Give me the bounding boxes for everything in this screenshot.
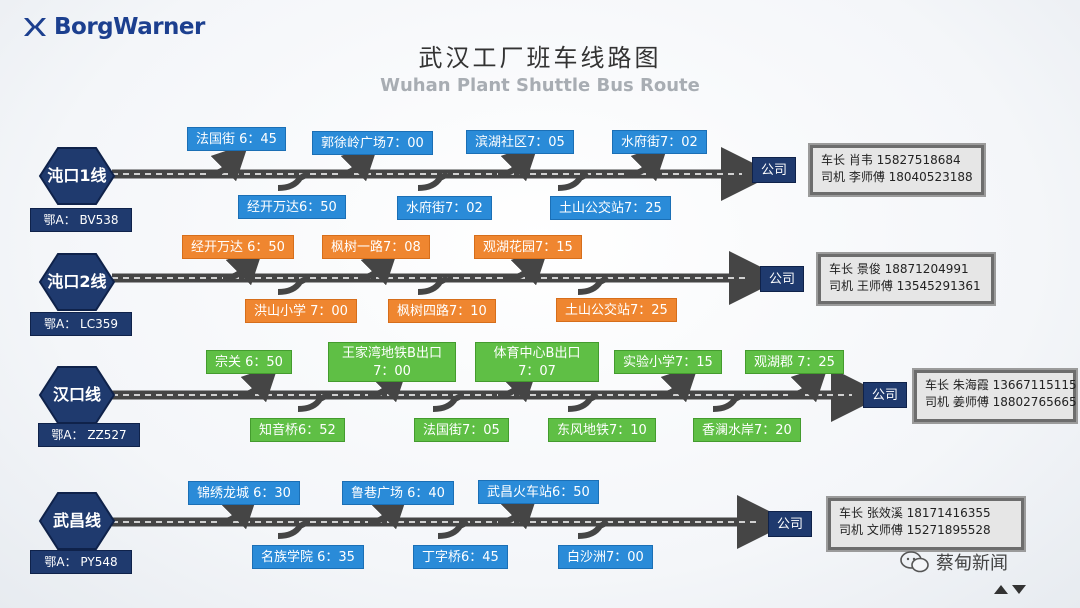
contact-driver: 司机 文师傅 15271895528 [839,523,991,537]
road-ramp-up [367,491,409,530]
contact-driver: 司机 王师傅 13545291361 [829,279,981,293]
road-ramp-down [277,275,310,295]
stop-bottom: 土山公交站7：25 [556,298,677,322]
wechat-icon [900,551,929,573]
stop-top: 滨湖社区7：05 [466,130,574,154]
stop-top: 观湖花园7：15 [474,235,582,259]
contact-leader: 车长 张效溪 18171416355 [839,506,991,520]
road-ramp-down [417,275,450,295]
road-ramp-down [432,392,465,412]
stop-top: 宗关 6：50 [206,350,292,374]
road-ramp-up [222,247,264,286]
road-ramp-down [277,519,310,539]
page-subtitle: Wuhan Plant Shuttle Bus Route [380,75,700,96]
page-title: 武汉工厂班车线路图 [418,44,662,72]
plate-number: 鄂A： ZZ527 [38,423,140,447]
stop-bottom: 名族学院 6：35 [252,545,364,569]
stop-bottom: 丁字桥6：45 [413,545,508,569]
destination-company: 公司 [768,511,813,537]
stop-top: 郭徐岭广场7：00 [312,131,433,155]
route-name: 武昌线 [52,511,101,530]
stop-top: 实验小学7：15 [614,350,722,374]
contact-driver: 司机 李师傅 18040523188 [821,170,973,184]
stop-top: 水府街7：02 [612,130,707,154]
plate-number: 鄂A： LC359 [30,312,132,336]
route-name: 沌口2线 [47,272,107,291]
route-badge-4: 武昌线 [38,491,116,551]
stop-top: 枫树一路7：08 [322,235,430,259]
plate-number: 鄂A： PY548 [30,550,132,574]
wechat-watermark: 蔡甸新闻 [900,548,1008,576]
contact-leader: 车长 朱海霞 13667115115 [925,378,1077,392]
road-ramp-up [627,143,669,182]
stop-bottom: 法国街7：05 [414,418,509,442]
road-ramp-up [337,143,379,182]
stop-bottom: 经开万达6：50 [238,195,346,219]
destination-company: 公司 [760,266,805,292]
contact-leader: 车长 肖韦 15827518684 [821,153,961,167]
stop-bottom: 香澜水岸7：20 [693,418,801,442]
stop-top: 王家湾地铁B出口 7：00 [328,342,456,382]
stop-bottom: 白沙洲7：00 [558,545,653,569]
road-ramp-up [357,247,399,286]
road-ramp-up [217,491,259,530]
stop-bottom: 枫树四路7：10 [388,299,496,323]
route-name: 沌口1线 [47,166,107,185]
stop-bottom: 洪山小学 7：00 [245,299,357,323]
road-ramp-up [507,247,549,286]
road-ramp-up [237,364,279,403]
plate-number: 鄂A： BV538 [30,208,132,232]
contact-card: 车长 肖韦 15827518684 司机 李师傅 18040523188 [808,143,986,197]
destination-company: 公司 [863,382,908,408]
stop-top: 观湖郡 7：25 [745,350,844,374]
road-ramp-down [577,519,610,539]
road-ramp-down [417,171,450,191]
road-ramp-up [787,364,829,403]
slide-nav-icon[interactable] [992,583,1028,595]
borgwarner-logo: BorgWarner [22,12,205,42]
stop-top: 法国街 6：45 [187,127,286,151]
route-badge-1: 沌口1线 [38,146,116,206]
watermark-text: 蔡甸新闻 [936,553,1008,574]
contact-driver: 司机 姜师傅 18802765665 [925,395,1077,409]
road-ramp-down [557,171,590,191]
road-ramp-up [497,143,539,182]
stop-bottom: 知音桥6：52 [250,418,345,442]
road-ramp-down [577,275,610,295]
stop-top: 锦绣龙城 6：30 [188,481,300,505]
road-ramp-up [207,143,249,182]
destination-company: 公司 [752,157,797,183]
contact-card: 车长 景俊 18871204991 司机 王师傅 13545291361 [816,252,996,306]
stop-bottom: 水府街7：02 [397,196,492,220]
road-ramp-down [567,392,600,412]
contact-card: 车长 张效溪 18171416355 司机 文师傅 15271895528 [826,496,1026,552]
stop-top: 鲁巷广场 6：40 [342,481,454,505]
borgwarner-logo-icon [24,18,46,36]
road-ramp-down [297,392,330,412]
route-name: 汉口线 [52,385,101,404]
road-ramp-down [712,392,745,412]
stop-top: 武昌火车站6：50 [478,480,599,504]
road-ramp-up [497,491,539,530]
road-ramp-down [437,519,470,539]
stop-bottom: 东风地铁7：10 [548,418,656,442]
stop-top: 经开万达 6：50 [182,235,294,259]
route-badge-2: 沌口2线 [38,252,116,312]
stop-bottom: 土山公交站7：25 [550,196,671,220]
logo-text: BorgWarner [54,14,205,40]
contact-card: 车长 朱海霞 13667115115 司机 姜师傅 18802765665 [912,368,1078,424]
road-ramp-up [657,364,699,403]
route-badge-3: 汉口线 [38,365,116,425]
road-ramp-down [277,171,310,191]
contact-leader: 车长 景俊 18871204991 [829,262,969,276]
stop-top: 体育中心B出口 7：07 [475,342,599,382]
